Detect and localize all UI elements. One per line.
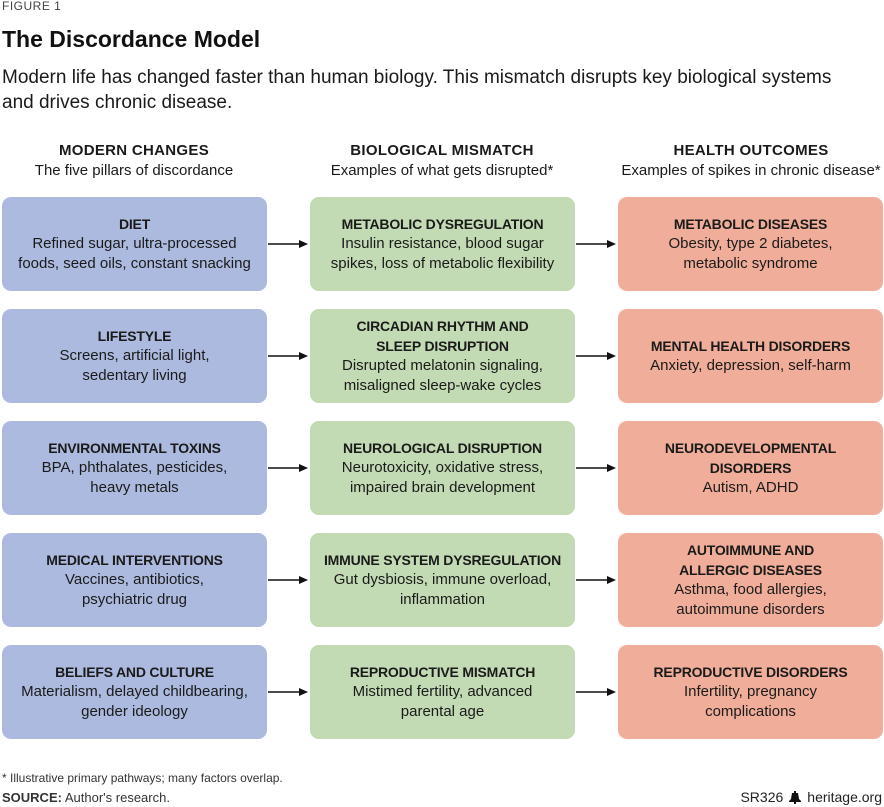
- change-box-medical-interventions: MEDICAL INTERVENTIONS Vaccines, antibiot…: [2, 533, 267, 627]
- arrow-right-icon: [576, 576, 616, 584]
- site-name: heritage.org: [807, 789, 882, 805]
- outcome-box-reproductive: REPRODUCTIVE DISORDERS Infertility, preg…: [618, 645, 883, 739]
- box-title: AUTOIMMUNE AND ALLERGIC DISEASES: [679, 542, 822, 578]
- box-title: REPRODUCTIVE MISMATCH: [349, 664, 536, 680]
- box-title: BELIEFS AND CULTURE: [55, 664, 214, 680]
- column-heading: BIOLOGICAL MISMATCH: [350, 142, 534, 159]
- box-description: Gut dysbiosis, immune overload, inflamma…: [333, 571, 552, 608]
- column-heading: HEALTH OUTCOMES: [673, 142, 829, 159]
- branding: SR326 heritage.org: [740, 789, 882, 805]
- arrow-right-icon: [576, 240, 616, 248]
- column-header-biological-mismatch: BIOLOGICAL MISMATCH Examples of what get…: [302, 141, 582, 181]
- report-id: SR326: [740, 789, 784, 805]
- liberty-bell-icon: [789, 790, 802, 804]
- change-box-diet: DIET Refined sugar, ultra-processed food…: [2, 197, 267, 291]
- mismatch-box-reproductive: REPRODUCTIVE MISMATCH Mistimed fertility…: [310, 645, 575, 739]
- box-description: Infertility, pregnancy complications: [683, 683, 818, 720]
- source-text: Author's research.: [64, 790, 170, 805]
- column-subheading: Examples of spikes in chronic disease*: [621, 162, 881, 179]
- column-subheading: Examples of what gets disrupted*: [330, 162, 554, 179]
- change-box-environmental-toxins: ENVIRONMENTAL TOXINS BPA, phthalates, pe…: [2, 421, 267, 515]
- arrow-right-icon: [576, 352, 616, 360]
- box-title: DIET: [118, 216, 151, 232]
- arrow-right-icon: [268, 464, 308, 472]
- box-description: BPA, phthalates, pesticides, heavy metal…: [41, 459, 228, 496]
- mismatch-box-immune: IMMUNE SYSTEM DYSREGULATION Gut dysbiosi…: [310, 533, 575, 627]
- outcome-box-metabolic: METABOLIC DISEASES Obesity, type 2 diabe…: [618, 197, 883, 291]
- box-title: CIRCADIAN RHYTHM AND SLEEP DISRUPTION: [356, 318, 529, 354]
- box-title: LIFESTYLE: [97, 328, 172, 344]
- arrow-right-icon: [268, 352, 308, 360]
- subtitle: Modern life has changed faster than huma…: [2, 67, 832, 113]
- box-description: Neurotoxicity, oxidative stress, impaire…: [341, 459, 544, 496]
- arrow-right-icon: [576, 688, 616, 696]
- source-line: SOURCE: Author's research.: [2, 790, 170, 805]
- change-box-lifestyle: LIFESTYLE Screens, artificial light, sed…: [2, 309, 267, 403]
- box-description: Autism, ADHD: [702, 479, 799, 496]
- column-header-modern-changes: MODERN CHANGES The five pillars of disco…: [0, 141, 274, 181]
- box-description: Disrupted melatonin signaling, misaligne…: [342, 357, 543, 394]
- change-box-beliefs-culture: BELIEFS AND CULTURE Materialism, delayed…: [2, 645, 267, 739]
- mismatch-box-neurological: NEUROLOGICAL DISRUPTION Neurotoxicity, o…: [310, 421, 575, 515]
- arrow-right-icon: [268, 576, 308, 584]
- page-title: The Discordance Model: [2, 26, 261, 52]
- box-title: NEURODEVELOPMENTAL DISORDERS: [664, 440, 837, 476]
- outcome-box-neurodevelopmental: NEURODEVELOPMENTAL DISORDERS Autism, ADH…: [618, 421, 883, 515]
- box-description: Mistimed fertility, advanced parental ag…: [352, 683, 533, 720]
- outcome-box-autoimmune: AUTOIMMUNE AND ALLERGIC DISEASES Asthma,…: [618, 533, 883, 627]
- box-description: Asthma, food allergies, autoimmune disor…: [674, 581, 827, 618]
- box-title: METABOLIC DISEASES: [673, 216, 828, 232]
- source-label: SOURCE:: [2, 790, 62, 805]
- box-title: ENVIRONMENTAL TOXINS: [48, 440, 221, 456]
- box-description: Screens, artificial light, sedentary liv…: [59, 347, 210, 384]
- mismatch-box-circadian: CIRCADIAN RHYTHM AND SLEEP DISRUPTION Di…: [310, 309, 575, 403]
- box-title: MEDICAL INTERVENTIONS: [46, 552, 223, 568]
- arrow-right-icon: [576, 464, 616, 472]
- column-subheading: The five pillars of discordance: [34, 162, 234, 179]
- box-title: METABOLIC DYSREGULATION: [341, 216, 544, 232]
- box-title: NEUROLOGICAL DISRUPTION: [343, 440, 542, 456]
- arrow-right-icon: [268, 240, 308, 248]
- box-description: Vaccines, antibiotics, psychiatric drug: [65, 571, 204, 608]
- box-title: REPRODUCTIVE DISORDERS: [653, 664, 848, 680]
- box-description: Materialism, delayed childbearing, gende…: [21, 683, 248, 720]
- figure-label: FIGURE 1: [2, 0, 62, 13]
- box-description: Refined sugar, ultra-processed foods, se…: [18, 235, 251, 272]
- outcome-box-mental-health: MENTAL HEALTH DISORDERS Anxiety, depress…: [618, 309, 883, 403]
- box-title: IMMUNE SYSTEM DYSREGULATION: [323, 552, 562, 568]
- box-description: Anxiety, depression, self-harm: [650, 357, 851, 374]
- mismatch-box-metabolic: METABOLIC DYSREGULATION Insulin resistan…: [310, 197, 575, 291]
- column-header-health-outcomes: HEALTH OUTCOMES Examples of spikes in ch…: [611, 141, 884, 181]
- box-title: MENTAL HEALTH DISORDERS: [650, 338, 851, 354]
- box-description: Insulin resistance, blood sugar spikes, …: [330, 235, 555, 272]
- arrow-right-icon: [268, 688, 308, 696]
- column-heading: MODERN CHANGES: [58, 142, 210, 159]
- box-description: Obesity, type 2 diabetes, metabolic synd…: [668, 235, 833, 272]
- footnote: * Illustrative primary pathways; many fa…: [2, 771, 283, 785]
